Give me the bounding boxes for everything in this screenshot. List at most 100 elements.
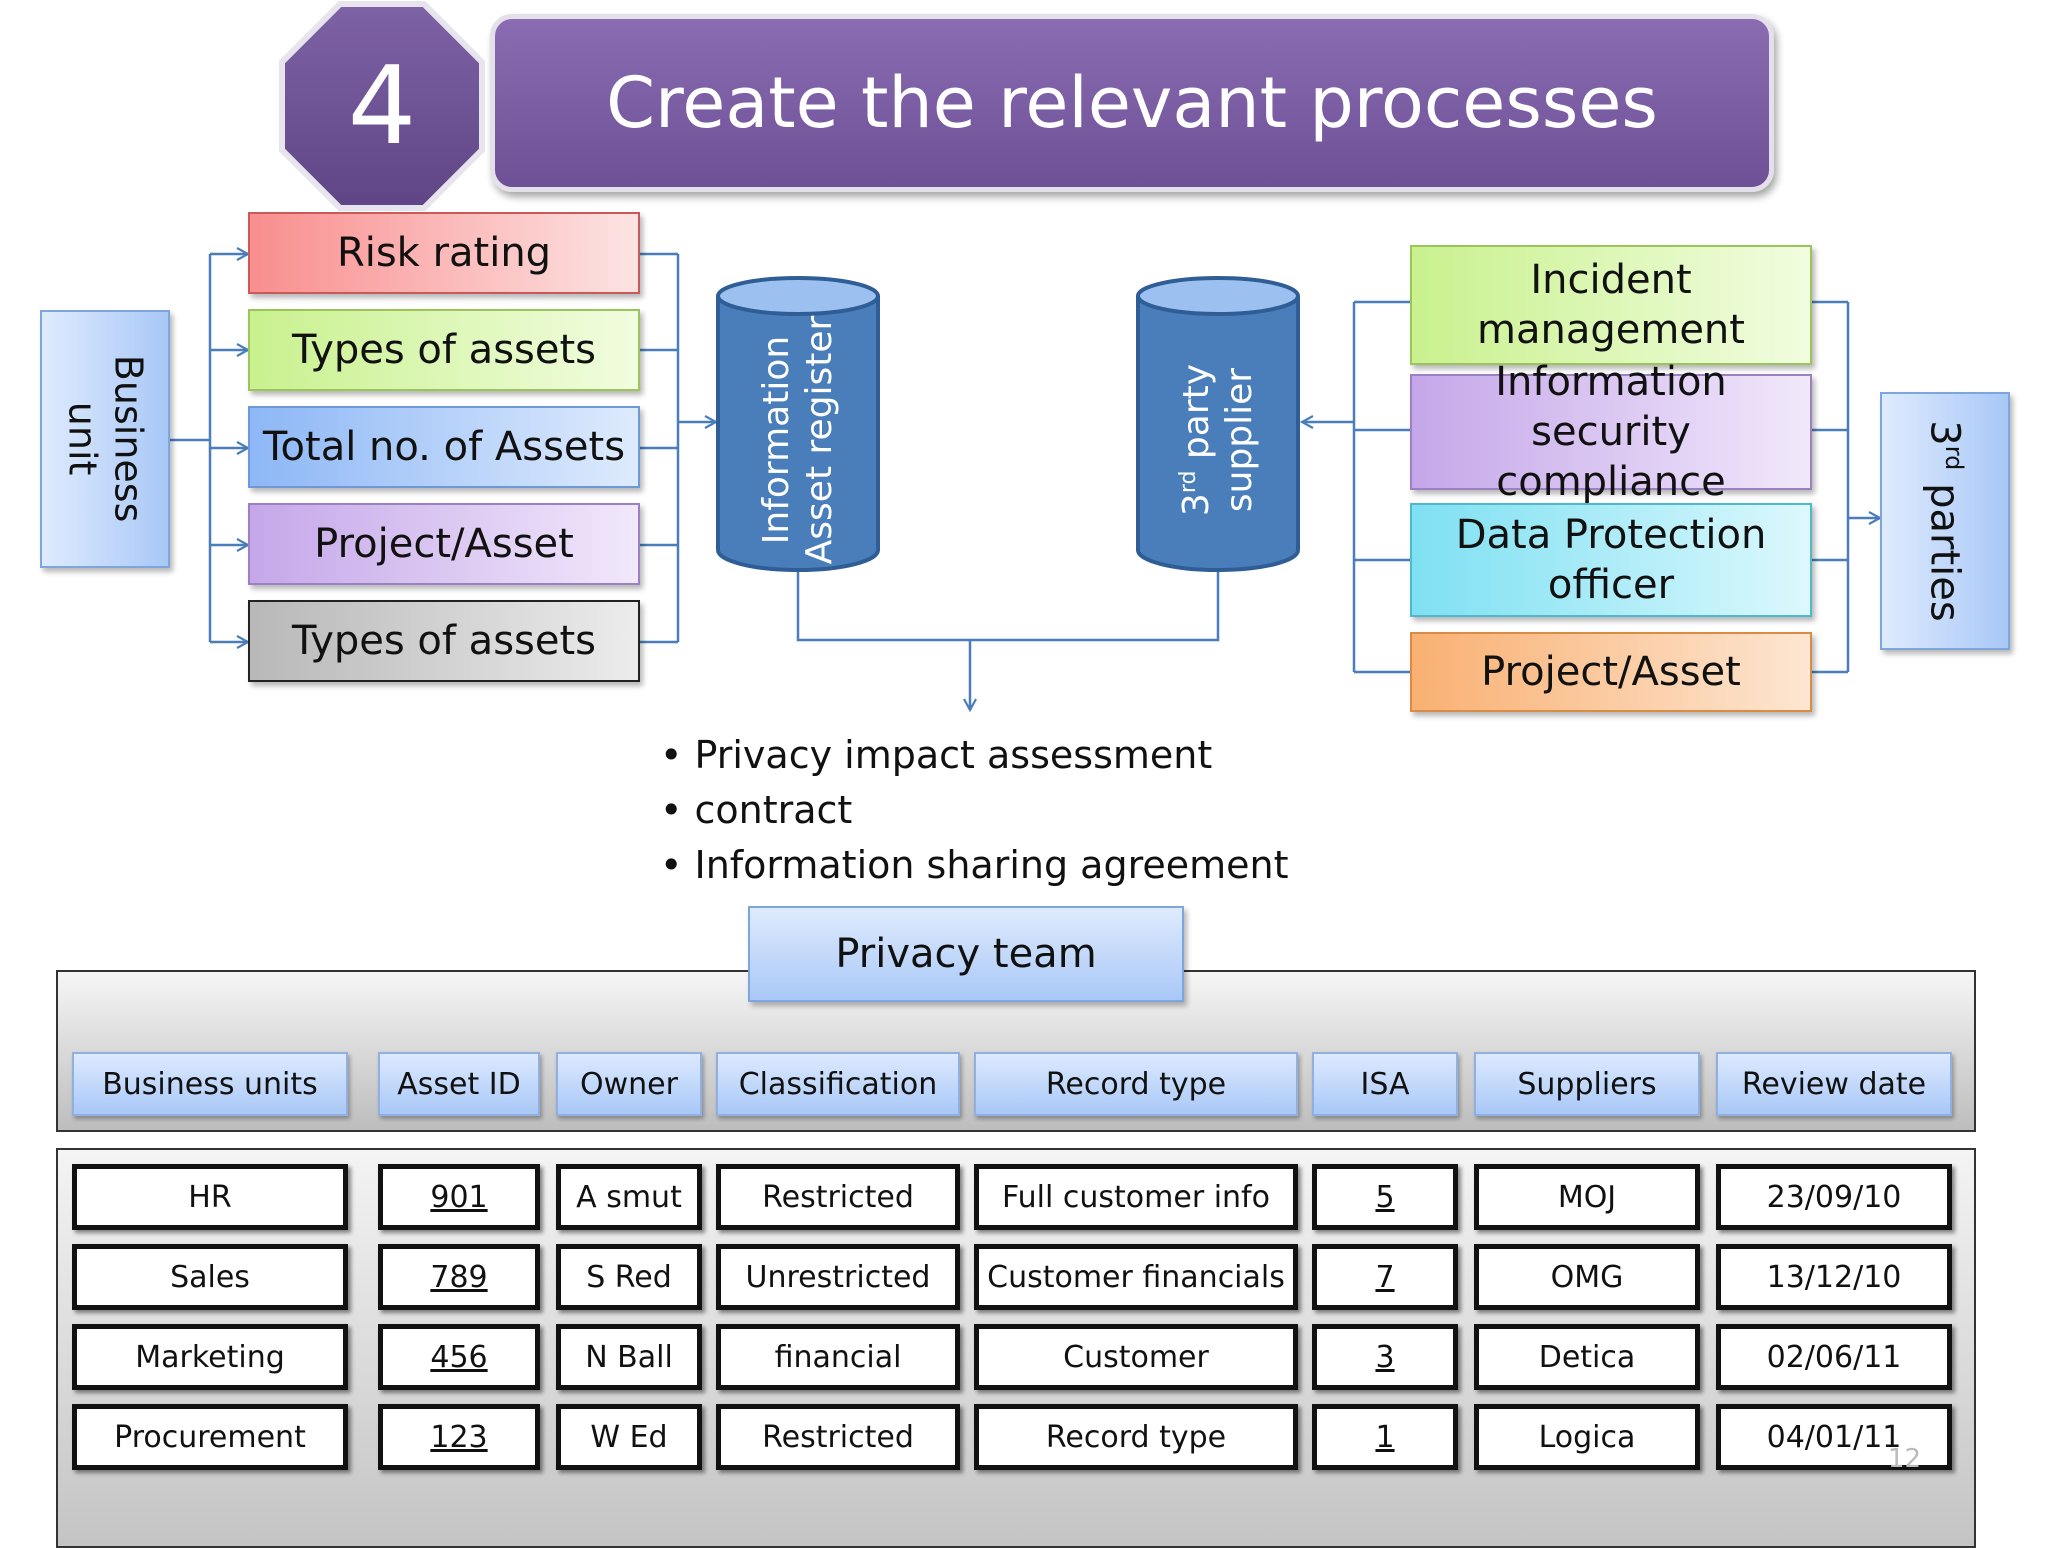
title-bar: Create the relevant processes xyxy=(490,14,1774,192)
cell-link[interactable]: 7 xyxy=(1375,1259,1395,1295)
cell-link[interactable]: 5 xyxy=(1375,1179,1395,1215)
left-item-label: Types of assets xyxy=(291,618,597,664)
table-cell: 02/06/11 xyxy=(1716,1324,1952,1390)
table-cell[interactable]: 123 xyxy=(378,1404,540,1470)
supplier-cylinder xyxy=(1136,276,1300,572)
table-cell[interactable]: 901 xyxy=(378,1164,540,1230)
third-parties-box: 3rd parties xyxy=(1880,392,2010,650)
page-title: Create the relevant processes xyxy=(606,62,1658,144)
cell-value: 02/06/11 xyxy=(1766,1339,1902,1375)
business-unit-box: Business unit xyxy=(40,310,170,568)
asset-register-cylinder xyxy=(716,276,880,572)
table-cell[interactable]: 7 xyxy=(1312,1244,1458,1310)
column-header: Suppliers xyxy=(1474,1052,1700,1116)
table-cell: S Red xyxy=(556,1244,702,1310)
column-header: Asset ID xyxy=(378,1052,540,1116)
asset-register-label: Information Asset register xyxy=(755,315,840,565)
cell-value: Customer xyxy=(1063,1339,1209,1375)
table-cell: Marketing xyxy=(72,1324,348,1390)
left-item: Types of assets xyxy=(248,309,640,391)
left-item: Types of assets xyxy=(248,600,640,682)
table-cell: MOJ xyxy=(1474,1164,1700,1230)
column-header: Review date xyxy=(1716,1052,1952,1116)
table-cell: Detica xyxy=(1474,1324,1700,1390)
cell-value: Procurement xyxy=(114,1419,306,1455)
right-item-label: Information security compliance xyxy=(1495,359,1727,505)
table-cell: Restricted xyxy=(716,1164,960,1230)
cell-value: financial xyxy=(774,1339,902,1375)
cell-link[interactable]: 1 xyxy=(1375,1419,1395,1455)
privacy-team-box: Privacy team xyxy=(748,906,1184,1002)
table-cell[interactable]: 789 xyxy=(378,1244,540,1310)
table-cell[interactable]: 5 xyxy=(1312,1164,1458,1230)
cell-value: 23/09/10 xyxy=(1766,1179,1902,1215)
table-cell[interactable]: 456 xyxy=(378,1324,540,1390)
cell-value: Marketing xyxy=(135,1339,285,1375)
table-cell: Record type xyxy=(974,1404,1298,1470)
left-item-label: Project/Asset xyxy=(314,521,574,567)
right-item-label: Data Protection officer xyxy=(1455,512,1767,608)
left-item-label: Total no. of Assets xyxy=(262,424,626,470)
left-item: Project/Asset xyxy=(248,503,640,585)
table-cell: OMG xyxy=(1474,1244,1700,1310)
column-header: ISA xyxy=(1312,1052,1458,1116)
cell-value: MOJ xyxy=(1557,1179,1617,1215)
bullet-item: • Information sharing agreement xyxy=(660,843,1289,887)
cell-value: Restricted xyxy=(762,1419,914,1455)
cell-value: 04/01/11 xyxy=(1766,1419,1902,1455)
table-cell: Sales xyxy=(72,1244,348,1310)
cell-value: Restricted xyxy=(762,1179,914,1215)
cell-value: Customer financials xyxy=(987,1259,1285,1295)
cell-value: S Red xyxy=(586,1259,672,1295)
right-item-label: Project/Asset xyxy=(1481,649,1741,695)
table-cell: Logica xyxy=(1474,1404,1700,1470)
right-item: Data Protection officer xyxy=(1410,503,1812,617)
table-cell: N Ball xyxy=(556,1324,702,1390)
table-cell: W Ed xyxy=(556,1404,702,1470)
table-cell: 13/12/10 xyxy=(1716,1244,1952,1310)
cell-value: Sales xyxy=(170,1259,250,1295)
cell-value: OMG xyxy=(1550,1259,1624,1295)
cell-value: Logica xyxy=(1538,1419,1636,1455)
cell-value: N Ball xyxy=(585,1339,673,1375)
supplier-label: 3rd party supplier xyxy=(1175,363,1260,517)
table-cell: Customer xyxy=(974,1324,1298,1390)
step-number: 4 xyxy=(347,43,417,169)
bullet-item: • contract xyxy=(660,788,853,832)
column-header: Owner xyxy=(556,1052,702,1116)
cell-link[interactable]: 3 xyxy=(1375,1339,1395,1375)
table-cell: HR xyxy=(72,1164,348,1230)
cell-link[interactable]: 789 xyxy=(430,1259,488,1295)
table-cell[interactable]: 3 xyxy=(1312,1324,1458,1390)
cell-value: A smut xyxy=(576,1179,682,1215)
cell-value: HR xyxy=(188,1179,232,1215)
left-item-label: Risk rating xyxy=(336,230,552,276)
right-item: Information security compliance xyxy=(1410,359,1812,505)
cell-value: Detica xyxy=(1538,1339,1636,1375)
right-item: Project/Asset xyxy=(1410,632,1812,712)
left-item-label: Types of assets xyxy=(291,327,597,373)
left-item: Total no. of Assets xyxy=(248,406,640,488)
column-header: Business units xyxy=(72,1052,348,1116)
table-cell: Restricted xyxy=(716,1404,960,1470)
table-cell: Unrestricted xyxy=(716,1244,960,1310)
table-cell[interactable]: 1 xyxy=(1312,1404,1458,1470)
table-cell: Full customer info xyxy=(974,1164,1298,1230)
column-header: Classification xyxy=(716,1052,960,1116)
table-cell: A smut xyxy=(556,1164,702,1230)
right-item-label: Incident management xyxy=(1477,257,1745,353)
third-parties-label: 3rd parties xyxy=(1922,420,1969,622)
cell-value: Record type xyxy=(1045,1419,1227,1455)
table-cell: Customer financials xyxy=(974,1244,1298,1310)
business-unit-label: Business unit xyxy=(61,355,151,523)
left-item: Risk rating xyxy=(248,212,640,294)
cell-link[interactable]: 456 xyxy=(430,1339,488,1375)
right-item: Incident management xyxy=(1410,245,1812,365)
table-cell: 04/01/11 xyxy=(1716,1404,1952,1470)
bullet-list: • Privacy impact assessment • contract •… xyxy=(660,728,1360,893)
cell-link[interactable]: 901 xyxy=(430,1179,488,1215)
privacy-team-label: Privacy team xyxy=(835,931,1097,977)
column-header: Record type xyxy=(974,1052,1298,1116)
step-badge xyxy=(279,1,485,211)
cell-link[interactable]: 123 xyxy=(430,1419,488,1455)
